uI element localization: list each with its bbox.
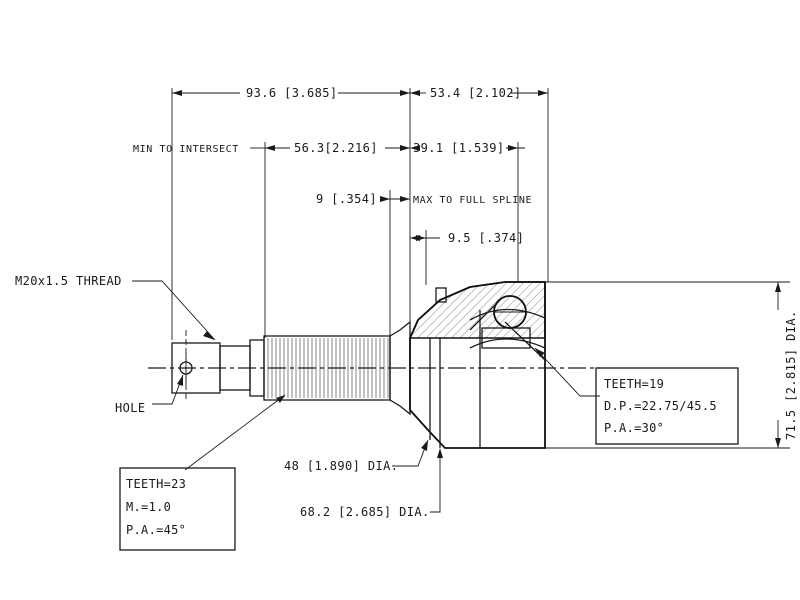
dim-overall-left: 93.6 [3.685] — [246, 86, 338, 100]
dim-short-offset: 9.5 [.374] — [448, 231, 524, 245]
dim-71-5-dia: 71.5 [2.815] DIA. — [784, 310, 798, 440]
max-to-full-spline-label: MAX TO FULL SPLINE — [413, 195, 532, 206]
outer-spline-pressure-angle: P.A.=45° — [126, 523, 186, 537]
thread-label: M20x1.5 THREAD — [15, 274, 122, 288]
dim-48-dia: 48 [1.890] DIA. — [284, 459, 398, 473]
inner-spline-teeth: TEETH=19 — [604, 377, 664, 391]
dim-intersect-right: 39.1 [1.539] — [413, 141, 505, 155]
inner-spline-dp: D.P.=22.75/45.5 — [604, 399, 717, 413]
dim-overall-right: 53.4 [2.102] — [430, 86, 522, 100]
dimension-lines — [172, 90, 781, 448]
dim-min-to-intersect: 56.3[2.216] — [294, 141, 378, 155]
cv-joint-part — [171, 281, 546, 449]
leader-lines — [132, 280, 600, 513]
dim-max-full-spline: 9 [.354] — [316, 192, 377, 206]
inner-spline-pressure-angle: P.A.=30° — [604, 421, 664, 435]
outer-spline-teeth: TEETH=23 — [126, 477, 186, 491]
hole-label: HOLE — [115, 401, 146, 415]
extension-lines — [171, 88, 790, 449]
outer-spline-spec-box — [119, 467, 236, 551]
inner-spline-spec-box — [595, 367, 739, 445]
outer-spline-module: M.=1.0 — [126, 500, 171, 514]
min-to-intersect-label: MIN TO INTERSECT — [133, 144, 239, 155]
dim-68-dia: 68.2 [2.685] DIA. — [300, 505, 430, 519]
